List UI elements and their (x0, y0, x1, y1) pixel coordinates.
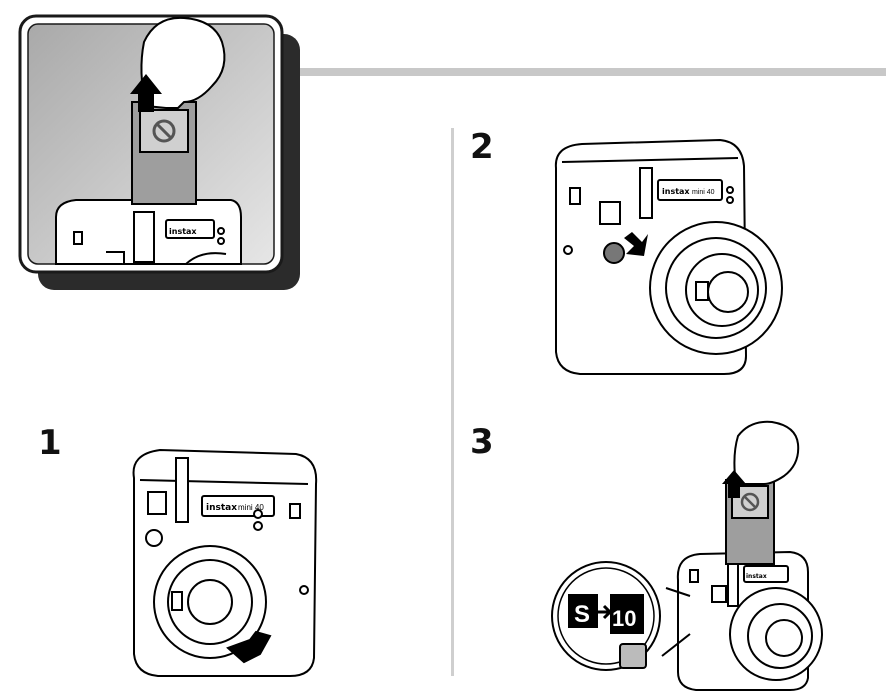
step-3-hand-icon (733, 420, 800, 485)
counter-from: S (574, 601, 590, 628)
counter-to: 10 (612, 606, 636, 631)
step-1-camera-illustration: instax mini 40 (132, 448, 318, 677)
column-divider (451, 128, 454, 676)
step-3-camera-illustration: instax S 10 (551, 420, 823, 691)
step-3-brand-label: instax (746, 573, 767, 580)
step-1-number: 1 (38, 423, 62, 463)
inset-camera (55, 199, 242, 265)
step-2-brand-label: instax (662, 187, 690, 196)
hand-icon (140, 16, 226, 109)
step-1-brand-label: instax (206, 503, 237, 513)
step-3-prohibited-icon (740, 492, 760, 512)
step-3-arrow-up-icon (722, 470, 746, 498)
inset-brand-label: instax (169, 227, 197, 236)
step-3-number: 3 (470, 422, 494, 462)
step-1-model-label: mini 40 (238, 503, 264, 512)
step-2-camera-illustration: instax mini 40 (554, 138, 783, 375)
inset-panel: instax (18, 14, 300, 290)
arrow-press-icon (624, 232, 648, 256)
step-2-model-label: mini 40 (692, 189, 715, 196)
header-rule (296, 68, 886, 76)
film-counter-icon (568, 594, 644, 634)
arrow-up-icon (130, 74, 162, 112)
inset-film (131, 101, 197, 205)
step-2-number: 2 (470, 127, 494, 167)
prohibited-icon (152, 119, 176, 143)
